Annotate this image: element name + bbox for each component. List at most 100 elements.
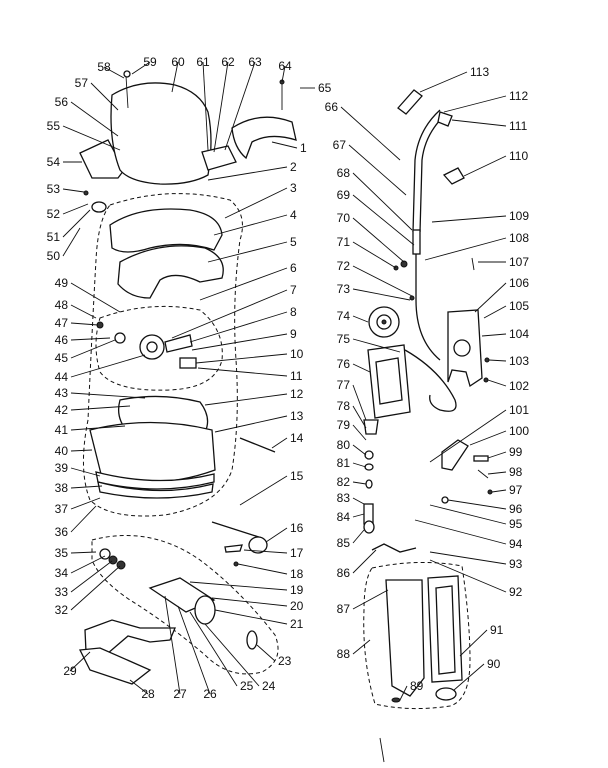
callout-label-87: 87 [337,602,351,616]
callout-label-63: 63 [248,55,262,69]
leader-line-32 [70,565,121,611]
nozzle-base-part [89,421,216,484]
callout-label-14: 14 [290,431,304,445]
leader-line-29 [69,651,91,672]
callout-label-60: 60 [171,55,185,69]
leader-line-67 [348,144,407,196]
callout-label-102: 102 [509,379,529,393]
leader-line-19 [189,581,288,591]
leader-line-71 [352,241,397,269]
callout-label-73: 73 [337,282,351,296]
leader-line-5 [207,241,288,263]
callout-label-92: 92 [509,585,523,599]
leader-line-38 [70,485,103,489]
callout-label-16: 16 [290,521,304,535]
callout-label-84: 84 [337,510,351,524]
callout-label-33: 33 [55,585,69,599]
callout-label-28: 28 [141,687,155,701]
leader-line-93 [429,551,507,565]
callout-label-88: 88 [337,647,351,661]
callout-label-106: 106 [509,276,529,290]
belt-part [246,630,258,650]
callout-label-71: 71 [337,235,351,249]
callout-label-72: 72 [337,259,351,273]
leader-line-20 [211,597,288,607]
callout-label-107: 107 [509,255,529,269]
callout-label-11: 11 [290,369,303,383]
leader-line-96 [447,499,507,510]
leader-line-110 [463,155,507,177]
leader-line-1 [271,141,298,149]
leader-line-104 [481,333,507,337]
callout-label-25: 25 [240,679,254,693]
lower-fan-housing-part [117,245,224,299]
leader-line-17 [243,549,288,554]
leader-line-58 [103,66,125,79]
leader-line-97 [491,489,507,493]
leader-line-63 [224,61,256,151]
leader-line-68 [352,172,413,231]
callout-label-10: 10 [290,347,304,361]
callout-label-42: 42 [55,403,69,417]
callout-label-49: 49 [55,276,69,290]
callout-label-111: 111 [509,119,528,133]
leader-line-25 [189,611,238,687]
leader-line-50 [62,227,81,257]
callout-label-47: 47 [55,316,69,330]
leader-line-23 [256,644,276,662]
callout-label-26: 26 [203,687,217,701]
callout-label-46: 46 [55,333,69,347]
callout-label-38: 38 [55,481,69,495]
callout-label-9: 9 [290,327,297,341]
callout-layer: 1234567891011121314151617181920212324252… [47,55,530,701]
callout-label-91: 91 [490,623,504,637]
callout-label-57: 57 [75,76,89,90]
leader-line-81 [352,462,367,468]
callout-label-12: 12 [290,387,304,401]
callout-label-43: 43 [55,386,69,400]
callout-label-66: 66 [325,100,339,114]
callout-label-78: 78 [337,399,351,413]
leader-line-49 [70,282,121,313]
callout-label-39: 39 [55,461,69,475]
leader-line-80 [352,444,367,456]
leader-line-43 [70,392,146,399]
hose-part [404,349,457,412]
callout-label-8: 8 [290,305,297,319]
cord-hook-part [442,167,465,185]
callout-label-7: 7 [290,283,297,297]
leader-line-11 [197,367,288,377]
callout-label-109: 109 [509,209,529,223]
leader-line-79 [352,424,367,441]
leader-line-106 [474,282,507,313]
callout-label-108: 108 [509,231,529,245]
leader-line-94 [414,519,507,545]
leader-line-105 [483,305,507,319]
ring-washer-part [91,201,107,213]
callout-label-24: 24 [262,679,276,693]
leader-line-56 [70,101,119,137]
callout-label-18: 18 [290,567,304,581]
leader-line-74 [352,315,369,323]
handle-cap-part [437,111,453,127]
leader-line-62 [213,61,229,153]
callout-label-94: 94 [509,537,523,551]
callout-label-86: 86 [337,566,351,580]
switch-bracket-part [201,145,237,171]
callout-label-99: 99 [509,445,523,459]
callout-label-53: 53 [47,182,61,196]
leader-line-35 [70,551,97,554]
callout-label-13: 13 [290,409,304,423]
leader-line-99 [487,451,507,459]
leader-line-113 [419,71,468,93]
spring-part [473,455,489,462]
callout-label-1: 1 [300,141,307,155]
leader-line-51 [62,209,91,238]
callout-label-67: 67 [333,138,347,152]
callout-label-27: 27 [173,687,187,701]
leader-line-101 [429,409,507,463]
callout-label-65: 65 [318,81,332,95]
leader-line-46 [70,337,111,341]
leader-line-41 [70,425,126,431]
